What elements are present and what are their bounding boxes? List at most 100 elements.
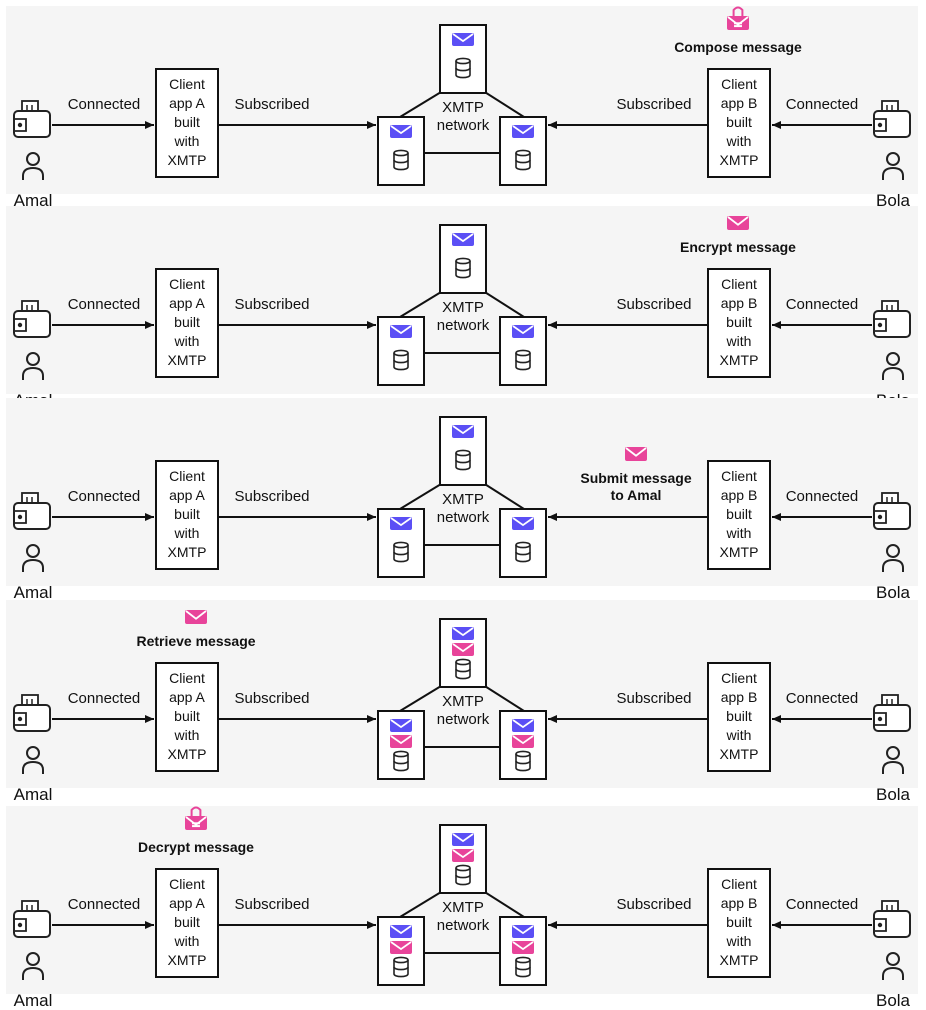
- lock-line: [192, 825, 200, 828]
- xmtp-node: [499, 508, 547, 578]
- database-top: [515, 541, 531, 549]
- database-band: [393, 551, 409, 556]
- user-name-right: Bola: [876, 785, 911, 804]
- person-icon: [882, 544, 904, 572]
- locked-envelope-icon: [727, 6, 749, 30]
- xmtp-node: [499, 916, 547, 986]
- step-caption: Retrieve message: [136, 633, 255, 649]
- person-icon: [22, 152, 44, 180]
- database-top: [515, 149, 531, 157]
- envelope-icon: [390, 925, 412, 938]
- wallet-clasp: [874, 318, 887, 332]
- database-band: [455, 459, 471, 464]
- network-label: XMTP: [442, 693, 484, 710]
- xmtp-node: [499, 316, 547, 386]
- person-body: [882, 166, 904, 180]
- xmtp-node: [499, 116, 547, 186]
- database-icon: [455, 449, 471, 471]
- database-band: [515, 760, 531, 765]
- wallet-clasp-dot: [877, 716, 883, 722]
- envelope-icon: [452, 849, 474, 862]
- person-body: [22, 966, 44, 980]
- database-band: [455, 668, 471, 673]
- database-top: [393, 750, 409, 758]
- connected-label-left: Connected: [68, 296, 141, 313]
- database-top: [393, 541, 409, 549]
- database-top: [455, 257, 471, 265]
- client-app-b-label: built: [726, 708, 752, 724]
- database-icon: [515, 349, 531, 371]
- envelope-icon: [512, 735, 534, 748]
- subscribed-label-right: Subscribed: [616, 690, 691, 707]
- database-band: [393, 359, 409, 364]
- database-top: [393, 349, 409, 357]
- user-name-left: Amal: [14, 991, 53, 1010]
- wallet-icon: [13, 300, 51, 338]
- database-icon: [515, 750, 531, 772]
- person-head: [26, 746, 40, 760]
- network-link: [479, 480, 525, 510]
- person-body: [22, 760, 44, 774]
- subscribed-label-right: Subscribed: [616, 96, 691, 113]
- database-icon: [393, 349, 409, 371]
- wallet-clasp: [874, 712, 887, 726]
- step-caption: to Amal: [611, 487, 662, 503]
- database-band: [455, 874, 471, 879]
- xmtp-node: [377, 116, 425, 186]
- database-body: [455, 868, 471, 886]
- network-link: [479, 288, 525, 318]
- wallet-clasp-dot: [877, 122, 883, 128]
- wallet-icon: [873, 492, 911, 530]
- user-name-right: Bola: [876, 191, 911, 210]
- client-app-b-label: Client: [721, 876, 757, 892]
- client-app-b-box: [707, 68, 771, 178]
- client-app-b-label: with: [726, 727, 752, 743]
- client-app-b-label: built: [726, 914, 752, 930]
- wallet-clasp: [14, 510, 27, 524]
- envelope-flap: [390, 325, 412, 335]
- envelope-icon: [390, 941, 412, 954]
- network-label: XMTP: [442, 899, 484, 916]
- wallet-clasp-dot: [877, 322, 883, 328]
- client-app-b-label: with: [726, 933, 752, 949]
- wallet-icon: [13, 100, 51, 138]
- client-app-a-label: built: [174, 314, 200, 330]
- database-icon: [393, 149, 409, 171]
- person-body: [882, 760, 904, 774]
- envelope-flap: [727, 216, 749, 226]
- step-caption: Decrypt message: [138, 839, 254, 855]
- envelope-icon: [512, 325, 534, 338]
- person-icon: [882, 152, 904, 180]
- person-body: [882, 966, 904, 980]
- client-app-a-label: app A: [169, 487, 205, 503]
- envelope-icon: [512, 719, 534, 732]
- database-band: [515, 159, 531, 164]
- network-link: [399, 682, 447, 712]
- envelope-flap: [452, 233, 474, 243]
- wallet-clasp: [14, 918, 27, 932]
- envelope-flap: [452, 425, 474, 435]
- wallet-icon: [13, 492, 51, 530]
- network-label: network: [437, 317, 490, 334]
- client-app-b-label: built: [726, 114, 752, 130]
- envelope-icon: [390, 325, 412, 338]
- client-app-a-label: built: [174, 506, 200, 522]
- envelope-icon: [390, 735, 412, 748]
- person-body: [882, 558, 904, 572]
- subscribed-label-left: Subscribed: [234, 488, 309, 505]
- client-app-b-label: XMTP: [720, 152, 759, 168]
- subscribed-label-right: Subscribed: [616, 296, 691, 313]
- wallet-icon: [873, 300, 911, 338]
- database-icon: [393, 750, 409, 772]
- client-app-a-label: XMTP: [168, 152, 207, 168]
- xmtp-node: [377, 316, 425, 386]
- person-head: [886, 352, 900, 366]
- envelope-flap: [512, 735, 534, 745]
- lock-shackle: [732, 6, 744, 16]
- lock-shackle: [190, 806, 202, 816]
- envelope-flap: [512, 517, 534, 527]
- wallet-icon: [13, 900, 51, 938]
